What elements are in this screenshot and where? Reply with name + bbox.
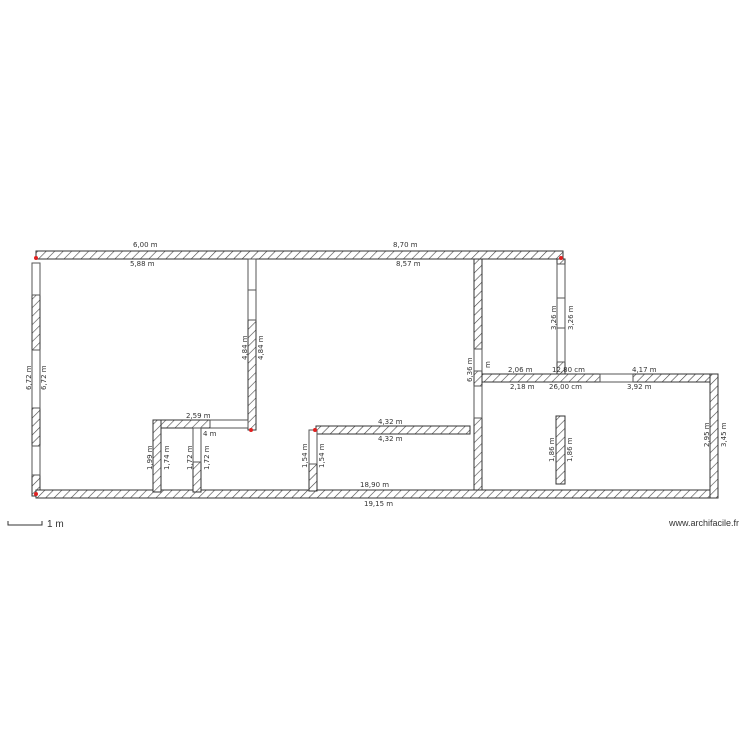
wall-partition-a <box>247 319 257 431</box>
dim-top-right-outer: 8,70 m <box>393 241 418 249</box>
dim-central-wall-right: m <box>484 361 492 368</box>
wall-right-wing-top <box>481 373 601 383</box>
joint-marker-icon <box>34 492 38 496</box>
dim-partition-a-right: 4,84 m <box>257 335 265 360</box>
scale-bar-line <box>7 521 43 526</box>
joint-marker-icon <box>249 428 253 432</box>
wall-left-seg1 <box>31 294 41 351</box>
door-central-2 <box>473 385 483 419</box>
dim-bottom-outer: 19,15 m <box>364 500 393 508</box>
wall-top <box>35 250 564 260</box>
wall-left-seg2 <box>31 407 41 447</box>
openings <box>31 258 634 476</box>
dim-right-wing-top-a: 2,06 m <box>508 366 533 374</box>
dim-mid-stub-left: 1,54 m <box>301 443 309 468</box>
joint-marker-icon <box>313 428 317 432</box>
door-mid-stub <box>308 429 318 465</box>
dim-small-room-left-outer: 1,99 m <box>146 445 154 470</box>
dim-island-right: 1,86 m <box>566 437 574 462</box>
dim-mid-stub-right: 1,54 m <box>318 443 326 468</box>
door-right-wing <box>599 373 634 383</box>
door-right-vertical <box>556 263 566 363</box>
dim-small-room-under: 4 m <box>203 430 217 438</box>
dim-small-room-left-inner: 1,74 m <box>163 445 171 470</box>
dim-mid-wall-bottom: 4,32 m <box>378 435 403 443</box>
joint-markers <box>34 256 563 496</box>
dim-left-outer: 6,72 m <box>25 365 33 390</box>
dim-island-left: 1,86 m <box>548 437 556 462</box>
dim-right-end-outer: 3,45 m <box>720 422 728 447</box>
door-small-post <box>192 427 202 463</box>
wall-central-upper <box>473 258 483 350</box>
scale-bar-label: 1 m <box>47 519 64 530</box>
wall-small-room-left <box>152 419 162 493</box>
joint-marker-icon <box>34 256 38 260</box>
scale-bar: 1 m <box>7 519 64 530</box>
door-small-room <box>209 419 249 429</box>
wall-middle-stub <box>308 463 318 492</box>
dim-left-inner: 6,72 m <box>40 365 48 390</box>
wall-middle <box>315 425 471 435</box>
wall-bottom <box>35 489 719 499</box>
joint-marker-icon <box>559 256 563 260</box>
window-left-2 <box>31 349 41 409</box>
dim-top-left-outer: 6,00 m <box>133 241 158 249</box>
dim-partition-a-left: 4,84 m <box>241 335 249 360</box>
dim-bottom-inner: 18,90 m <box>360 481 389 489</box>
dim-top-left-inner: 5,88 m <box>130 260 155 268</box>
dimension-labels: 6,00 m 5,88 m 8,70 m 8,57 m 6,72 m 6,72 … <box>25 241 728 508</box>
dim-top-right-inner: 8,57 m <box>396 260 421 268</box>
dim-right-wing-top-b: 12,80 cm <box>552 366 585 374</box>
wall-central-mid <box>473 370 483 387</box>
dim-right-wing-bottom-c: 3,92 m <box>627 383 652 391</box>
dim-central-wall-left: 6,36 m <box>466 357 474 382</box>
dim-right-vertical-right: 3,26 m <box>567 305 575 330</box>
dim-right-wing-top-c: 4,17 m <box>632 366 657 374</box>
wall-island <box>555 415 566 485</box>
wall-right-end <box>709 373 719 499</box>
dim-small-post-left: 1,72 m <box>186 445 194 470</box>
wall-small-post <box>192 461 202 493</box>
dim-right-wing-bottom-a: 2,18 m <box>510 383 535 391</box>
door-central-1 <box>473 348 483 372</box>
window-left-1 <box>31 262 41 296</box>
dim-small-room-top: 2,59 m <box>186 412 211 420</box>
dim-right-end-inner: 2,95 m <box>703 422 711 447</box>
dim-small-post-right: 1,72 m <box>203 445 211 470</box>
wall-central-lower <box>473 417 483 491</box>
dim-right-vertical-left: 3,26 m <box>550 305 558 330</box>
dim-mid-wall-top: 4,32 m <box>378 418 403 426</box>
watermark: www.archifacile.fr <box>668 518 739 528</box>
window-left-3 <box>31 445 41 476</box>
dim-right-wing-bottom-b: 26,00 cm <box>549 383 582 391</box>
wall-small-room-top <box>152 419 211 429</box>
wall-right-wing-top-b <box>632 373 719 383</box>
